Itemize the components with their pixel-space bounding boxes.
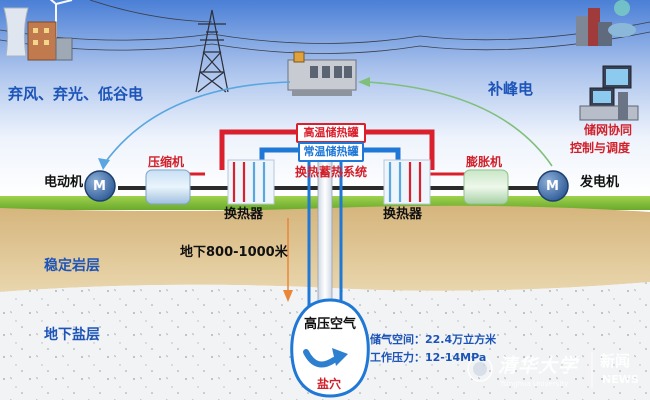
normal-temp-tank: 常温储热罐: [298, 142, 364, 162]
pylon: [195, 9, 229, 93]
depth-arrow-head: [283, 290, 293, 302]
arc-to-grid: [365, 81, 553, 167]
expander-icon: [463, 169, 509, 205]
substation: [287, 51, 357, 96]
hot-pipe: [219, 129, 435, 170]
high-temp-tank: 高温储热罐: [296, 123, 366, 143]
university-seal-core: [473, 362, 487, 376]
watermark-brand: 清华大学: [498, 355, 579, 377]
cavern-arrow-head: [332, 348, 348, 366]
grid-control-label-2: 控制与调度: [570, 141, 631, 155]
salt-cavern-label: 盐穴: [317, 377, 342, 391]
watermark-news-en: NEWS: [602, 373, 639, 386]
motor-label: 电动机: [44, 175, 84, 190]
compressor-icon: [145, 169, 191, 205]
hx-right-fins: [383, 159, 431, 205]
hp-air-label: 高压空气: [304, 317, 357, 332]
generator-icon: [537, 170, 569, 202]
compressor-label: 压缩机: [148, 155, 185, 169]
hx-left-label: 换热器: [224, 207, 264, 222]
pressure-label: 工作压力：12-14MPa: [370, 351, 487, 364]
salt-layer-label: 地下盐层: [44, 327, 100, 343]
hx-left-fins: [227, 159, 275, 205]
depth-label: 地下800-1000米: [180, 245, 288, 260]
university-seal-icon: [467, 356, 493, 382]
air-shaft: [317, 159, 333, 319]
hx-right-label: 换热器: [383, 207, 423, 222]
power-lines: [0, 0, 650, 54]
generator-symbol: M: [546, 179, 559, 194]
computer-icon: [579, 65, 639, 121]
source-label: 弃风、弃光、低谷电: [8, 85, 144, 103]
motor-icon: [84, 170, 116, 202]
peak-label: 补峰电: [488, 80, 534, 98]
generator-label: 发电机: [580, 175, 620, 190]
watermark-news-cn: 新闻: [600, 352, 631, 370]
salt-cavern: [290, 298, 370, 398]
arc-arrow-grid: [358, 77, 370, 87]
expander-label: 膨胀机: [466, 155, 503, 169]
arc-to-motor: [103, 81, 291, 165]
watermark-brand-en: Tsinghua University: [500, 380, 569, 388]
hx-system-label: 换热蓄热系统: [295, 165, 368, 179]
arc-arrow-motor: [98, 158, 110, 170]
factory: [3, 7, 73, 61]
cavern-flow-arrow: [303, 349, 337, 368]
motor-symbol: M: [93, 179, 106, 194]
storage-space-label: 储气空间：22.4万立方米: [370, 333, 497, 346]
stable-rock-label: 稳定岩层: [44, 258, 100, 274]
city: [576, 0, 636, 46]
grid-control-label-1: 储网协同: [584, 123, 633, 137]
